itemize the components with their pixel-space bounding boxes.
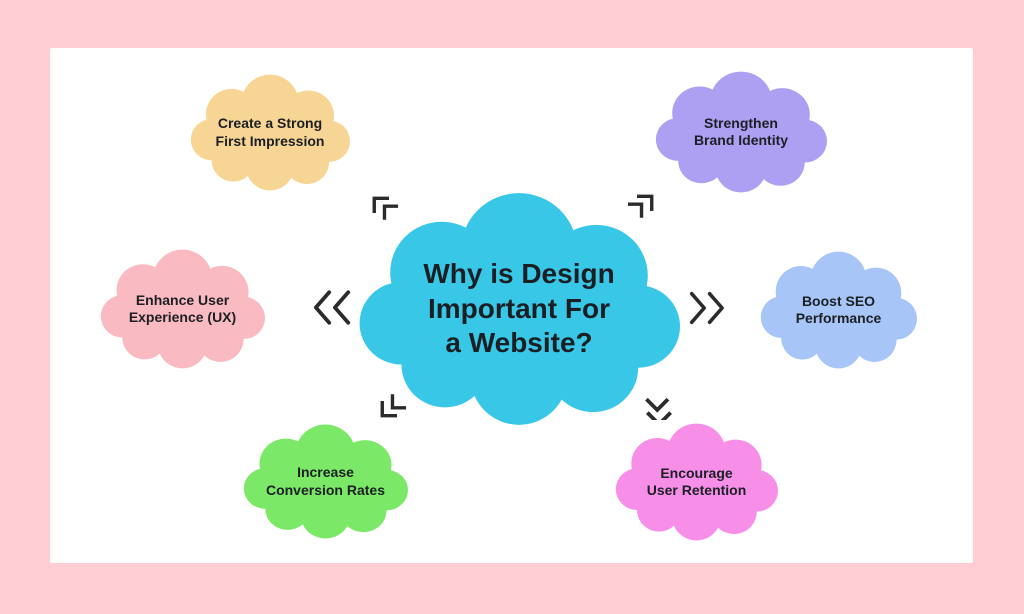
satellite-cloud-label: Encourage User Retention [646, 464, 747, 498]
satellite-cloud-user-experience: Enhance User Experience (UX) [100, 248, 265, 370]
double-chevron-right-icon [689, 291, 724, 325]
satellite-cloud-label: Enhance User Experience (UX) [128, 291, 237, 325]
center-cloud: Why is Design Important For a Website? [358, 190, 680, 428]
corner-bracket-top-left-icon [372, 196, 399, 220]
corner-bracket-bottom-right-rotated-icon [645, 397, 672, 420]
double-chevron-left-icon [313, 290, 351, 325]
satellite-cloud-label: Create a Strong First Impression [215, 115, 325, 149]
satellite-cloud-label: Boost SEO Performance [795, 292, 882, 326]
corner-bracket-top-right-icon [627, 194, 654, 218]
satellite-cloud-seo-performance: Boost SEO Performance [760, 250, 917, 370]
center-cloud-label: Why is Design Important For a Website? [423, 257, 615, 359]
satellite-cloud-brand-identity: Strengthen Brand Identity [655, 70, 827, 194]
corner-bracket-bottom-left-icon [380, 394, 407, 418]
satellite-cloud-user-retention: Encourage User Retention [615, 422, 778, 542]
satellite-cloud-first-impression: Create a Strong First Impression [190, 73, 350, 192]
satellite-cloud-label: Strengthen Brand Identity [693, 114, 789, 148]
satellite-cloud-conversion-rates: Increase Conversion Rates [243, 423, 408, 540]
satellite-cloud-label: Increase Conversion Rates [265, 464, 386, 498]
infographic-card: Why is Design Important For a Website? C… [50, 48, 973, 563]
